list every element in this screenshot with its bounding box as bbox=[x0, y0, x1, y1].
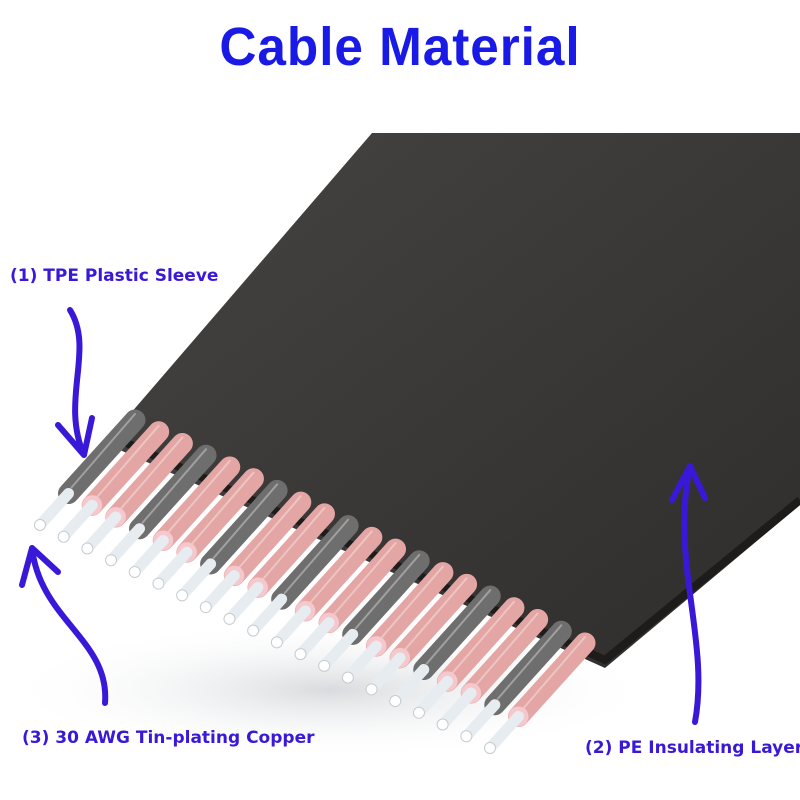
wire-highlight bbox=[496, 624, 563, 700]
conductor-tip bbox=[270, 636, 283, 649]
wire-sleeve bbox=[508, 632, 596, 727]
wire-conductor bbox=[295, 617, 335, 660]
wire-sleeve bbox=[342, 550, 430, 645]
wire-conductor bbox=[318, 628, 359, 672]
wire-highlight bbox=[283, 518, 350, 595]
wire-sleeve bbox=[460, 609, 549, 704]
conductor-tip bbox=[199, 601, 212, 614]
wire-highlight bbox=[212, 483, 279, 559]
wire-highlight bbox=[236, 495, 302, 571]
wire-conductor bbox=[366, 652, 406, 695]
wire-sleeve bbox=[271, 515, 359, 610]
wire-highlight bbox=[449, 600, 515, 677]
conductor-tip bbox=[318, 659, 331, 672]
wire-conductor bbox=[413, 675, 453, 719]
arrow-copper-icon bbox=[19, 545, 109, 706]
wire-sleeve bbox=[152, 456, 241, 551]
wire-sleeve bbox=[294, 526, 383, 622]
wire-sleeve bbox=[436, 597, 525, 692]
label-copper: (3) 30 AWG Tin-plating Copper bbox=[22, 728, 315, 748]
wire-highlight bbox=[141, 448, 208, 524]
wire-conductor bbox=[105, 523, 146, 566]
wire-conductor bbox=[129, 534, 169, 578]
wire-highlight bbox=[188, 471, 255, 548]
wire-sleeve bbox=[413, 585, 501, 681]
conductor-tip bbox=[247, 624, 260, 637]
wire-sleeve bbox=[484, 620, 572, 716]
wire-sleeve bbox=[58, 409, 146, 504]
wire-conductor bbox=[484, 711, 524, 754]
wire-highlight bbox=[117, 436, 184, 512]
annotation-arrows bbox=[19, 307, 708, 725]
wire-sleeve bbox=[318, 538, 407, 634]
flat-cable-body bbox=[118, 133, 800, 668]
wire-sleeve bbox=[81, 421, 170, 516]
conductor-tip bbox=[341, 671, 354, 684]
conductor-tip bbox=[223, 612, 236, 625]
conductor-tip bbox=[128, 565, 141, 578]
conductor-tip bbox=[460, 730, 473, 743]
wire-conductor bbox=[58, 499, 98, 543]
conductor-tip bbox=[105, 554, 118, 567]
page-title: Cable Material bbox=[219, 17, 581, 77]
wire-highlight bbox=[307, 530, 373, 606]
wire-conductor bbox=[437, 687, 477, 731]
wire-group bbox=[34, 409, 596, 754]
wire-highlight bbox=[70, 413, 136, 489]
wire-conductor bbox=[460, 699, 501, 742]
wire-conductor bbox=[389, 664, 430, 707]
conductor-tip bbox=[365, 683, 378, 696]
wire-highlight bbox=[259, 506, 326, 583]
wire-conductor bbox=[342, 640, 382, 684]
arrow-insulating-icon bbox=[669, 463, 708, 725]
conductor-tip bbox=[57, 530, 70, 543]
wire-highlight bbox=[520, 636, 586, 712]
wire-sleeve bbox=[105, 432, 193, 528]
conductor-tip bbox=[389, 695, 402, 708]
conductor-tip bbox=[81, 542, 94, 555]
wire-sleeve bbox=[176, 468, 264, 563]
wire-conductor bbox=[200, 570, 240, 613]
wire-highlight bbox=[331, 542, 397, 618]
wire-sleeve bbox=[200, 479, 288, 575]
wire-sleeve bbox=[389, 573, 478, 669]
wire-highlight bbox=[402, 577, 468, 653]
conductor-tip bbox=[294, 648, 307, 661]
wire-conductor bbox=[247, 593, 288, 637]
wire-sleeve bbox=[223, 491, 312, 587]
wire-sleeve bbox=[365, 562, 454, 657]
wire-highlight bbox=[378, 565, 444, 642]
wire-highlight bbox=[473, 612, 539, 689]
wire-sleeve bbox=[247, 503, 335, 598]
wire-conductor bbox=[176, 558, 217, 601]
wire-sleeve bbox=[129, 444, 217, 540]
wire-conductor bbox=[152, 546, 193, 590]
conductor-tip bbox=[436, 718, 449, 731]
wire-highlight bbox=[354, 553, 421, 630]
label-tpe-sleeve: (1) TPE Plastic Sleeve bbox=[10, 266, 219, 286]
wire-conductor bbox=[34, 488, 74, 531]
wire-highlight bbox=[425, 589, 492, 665]
wire-conductor bbox=[81, 511, 122, 554]
wire-highlight bbox=[94, 424, 160, 501]
arrow-sleeve-icon bbox=[55, 307, 95, 458]
conductor-tip bbox=[412, 706, 425, 719]
conductor-tip bbox=[484, 742, 496, 754]
label-pe-insulating: (2) PE Insulating Layer bbox=[585, 738, 800, 758]
wire-conductor bbox=[223, 581, 264, 625]
conductor-tip bbox=[152, 577, 165, 590]
wire-highlight bbox=[165, 459, 231, 536]
conductor-tip bbox=[34, 519, 46, 531]
conductor-tip bbox=[176, 589, 189, 602]
wire-conductor bbox=[271, 605, 311, 648]
